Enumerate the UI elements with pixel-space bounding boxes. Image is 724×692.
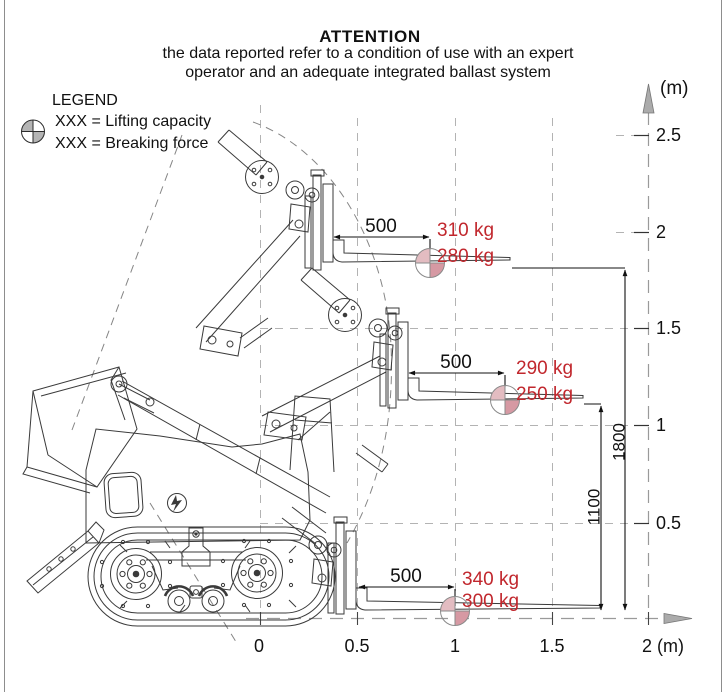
- break-force-middle: 250 kg: [516, 384, 574, 405]
- phantom-arm-middle: [261, 355, 389, 473]
- lightning-icon: [171, 495, 182, 512]
- fork-bottom: [281, 506, 601, 615]
- legend-title: LEGEND: [52, 92, 118, 109]
- reach-dim-bottom: 500: [390, 566, 422, 587]
- legend-breaking-label: XXX = Breaking force: [55, 135, 209, 152]
- fork-middle: [300, 267, 584, 409]
- axis-up-arrow-icon: [642, 83, 655, 114]
- y-tick-1: 1: [656, 415, 667, 435]
- load-symbol-bottom: [440, 596, 470, 626]
- left-border-line: [4, 0, 5, 692]
- x-tick-0-5: 0.5: [344, 636, 370, 656]
- legend-cg-icon: [21, 119, 45, 144]
- dimension-lines: [333, 234, 628, 611]
- machine-body: [85, 395, 335, 544]
- attention-title: ATTENTION: [319, 27, 421, 46]
- y-tick-0-5: 0.5: [656, 513, 682, 533]
- fork-top: [217, 129, 511, 271]
- lift-capacity-top: 310 kg: [437, 220, 495, 241]
- left-sprocket-wheel: [99, 539, 173, 609]
- reach-dim-top: 500: [365, 216, 397, 237]
- height-dim-1800: 1800: [609, 423, 629, 461]
- track-rollers: [146, 527, 246, 613]
- lift-capacity-bottom: 340 kg: [462, 569, 520, 590]
- trajectory-lines: [71, 121, 392, 646]
- right-sprocket-wheel: [220, 538, 294, 608]
- y-axis-unit: (m): [660, 78, 689, 99]
- axis-right-arrow-icon: [663, 613, 693, 624]
- legend-lifting-label: XXX = Lifting capacity: [55, 113, 212, 130]
- lift-capacity-middle: 290 kg: [516, 358, 574, 379]
- x-tick-1-5: 1.5: [539, 636, 565, 656]
- machine-drawing: [22, 129, 601, 627]
- phantom-arm-upper: [195, 219, 301, 357]
- y-tick-1-5: 1.5: [656, 318, 682, 338]
- load-symbol-top: [415, 248, 445, 278]
- load-symbol-middle: [490, 385, 520, 415]
- front-blade: [26, 521, 105, 594]
- x-tick-2-m: 2 (m): [642, 636, 684, 656]
- y-tick-2: 2: [656, 222, 667, 242]
- height-dim-1100: 1100: [584, 488, 604, 526]
- x-tick-0: 0: [253, 636, 265, 656]
- attention-line1: the data reported refer to a condition o…: [162, 45, 574, 62]
- reach-dim-middle: 500: [440, 352, 472, 373]
- break-force-bottom: 300 kg: [462, 591, 520, 612]
- x-tick-1: 1: [449, 636, 461, 656]
- attention-line2: operator and an adequate integrated ball…: [185, 64, 551, 81]
- y-tick-2-5: 2.5: [656, 125, 682, 145]
- right-border-line: [721, 0, 722, 692]
- ballast-bucket: [22, 366, 138, 494]
- break-force-top: 280 kg: [437, 246, 495, 267]
- vertical-axis: [634, 83, 655, 617]
